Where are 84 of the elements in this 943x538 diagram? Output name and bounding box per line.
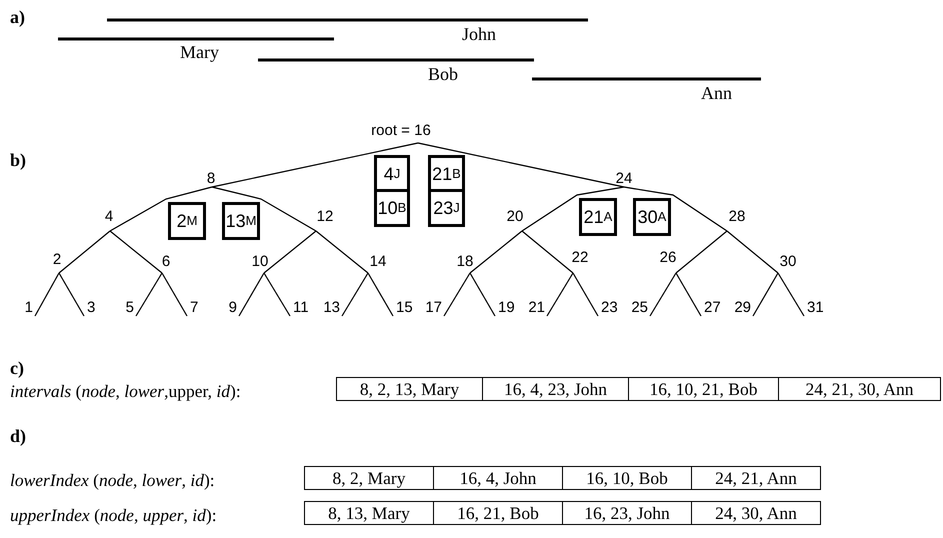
- tree-node-label: 21: [525, 300, 548, 316]
- tree-edge: [522, 230, 574, 274]
- tree-edge: [34, 272, 60, 316]
- tree-edge: [752, 272, 779, 316]
- tree-edge: [58, 272, 85, 316]
- relation-schema: upperIndex (node, upper, id):: [10, 505, 217, 525]
- tree-node-label: 6: [158, 254, 174, 273]
- relation-schema: lowerIndex (node, lower, id):: [10, 470, 215, 490]
- tree-edge: [212, 142, 418, 188]
- tree-node-label: 1: [13, 300, 36, 316]
- tree-node-label: 22: [569, 250, 591, 273]
- tree-edge: [418, 142, 624, 188]
- tree-node-label: 3: [83, 300, 107, 316]
- table-cell: 16, 4, John: [433, 466, 563, 490]
- interval-name: Bob: [428, 64, 458, 84]
- tree-node-label: 5: [114, 300, 137, 316]
- tree-node-label: 11: [289, 300, 313, 316]
- tree-node-label: 26: [657, 250, 679, 273]
- tree-node-label: 20: [503, 209, 527, 231]
- tree-node-label: 31: [803, 300, 827, 316]
- tree-node-label: 12: [312, 209, 338, 231]
- interval-name: John: [462, 24, 496, 44]
- table-cell: 16, 21, Bob: [433, 501, 563, 525]
- tree-node-label: 19: [494, 300, 518, 316]
- tree-node-label: 24: [612, 171, 636, 187]
- relation-schema: intervals (node, lower,upper, id):: [10, 381, 241, 401]
- table-cell: 24, 21, Ann: [691, 466, 821, 490]
- tree-node-label: 9: [217, 300, 240, 316]
- table-cell: 8, 2, Mary: [304, 466, 434, 490]
- tree-node-label: 15: [392, 300, 416, 316]
- tree-edge: [522, 186, 624, 232]
- tree-edge: [675, 272, 702, 316]
- table-cell: 8, 2, 13, Mary: [336, 377, 483, 401]
- table-cell: 16, 4, 23, John: [482, 377, 629, 401]
- tree-edge: [443, 272, 471, 316]
- tree-edge: [777, 272, 805, 316]
- table-cell: 16, 10, Bob: [562, 466, 692, 490]
- tree-node-label: 18: [455, 254, 475, 273]
- tree-node-label: 14: [366, 254, 390, 273]
- tree-node-label: 23: [597, 300, 621, 316]
- tree-edge: [58, 230, 110, 274]
- tree-edge: [238, 272, 265, 316]
- tree-node-label: 2: [49, 252, 65, 273]
- tree-node-label: 27: [700, 300, 724, 316]
- tree-edge: [161, 272, 188, 316]
- table-cell: 24, 21, 30, Ann: [778, 377, 941, 401]
- table-cell: 16, 23, John: [562, 501, 692, 525]
- tree-node-label: 4: [98, 209, 120, 231]
- tree-edge: [263, 272, 291, 316]
- root-label: root = 16: [366, 123, 436, 143]
- tree-edge: [470, 230, 522, 274]
- tree-node-label: 28: [725, 209, 749, 231]
- tree-edge: [316, 230, 368, 274]
- tree-edge: [469, 272, 496, 316]
- table-cell: 24, 30, Ann: [691, 501, 821, 525]
- tree-node-label: 13: [320, 300, 343, 316]
- tree-node-label: 8: [200, 171, 222, 187]
- tree-node-label: 7: [186, 300, 210, 316]
- table-cell: 8, 13, Mary: [304, 501, 434, 525]
- tree-edge: [110, 230, 162, 274]
- tree-edge: [572, 272, 599, 316]
- tree-edge: [341, 272, 369, 316]
- tree-edge: [110, 186, 212, 232]
- interval-name: Ann: [701, 83, 732, 103]
- tree-node-label: 30: [776, 254, 800, 273]
- tree-edge: [624, 186, 728, 232]
- table-cell: 16, 10, 21, Bob: [628, 377, 779, 401]
- section-letter: a): [10, 7, 25, 27]
- tree-edge: [212, 186, 316, 232]
- tree-edge: [726, 230, 778, 274]
- tree-node-label: 10: [249, 254, 271, 273]
- section-letter: c): [10, 358, 24, 378]
- tree-node-label: 25: [628, 300, 651, 316]
- tree-edge: [649, 272, 677, 316]
- tree-edge: [367, 272, 394, 316]
- tree-node-label: 29: [731, 300, 754, 316]
- tree-edge: [676, 230, 728, 274]
- tree-edge: [546, 272, 574, 316]
- interval-name: Mary: [180, 42, 219, 62]
- tree-edge: [135, 272, 163, 316]
- tree-node-label: 17: [422, 300, 445, 316]
- section-letter: b): [10, 150, 26, 170]
- tree-edge: [264, 230, 316, 274]
- section-letter: d): [10, 426, 26, 446]
